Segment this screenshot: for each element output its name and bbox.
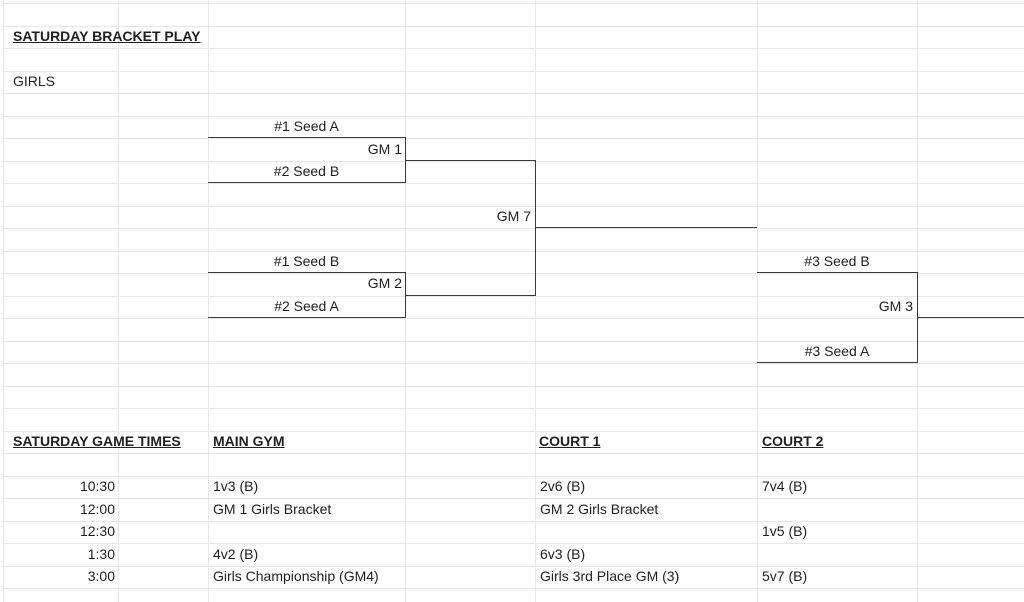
main-gym-cell[interactable] [213, 520, 403, 543]
gm1-bottom-team[interactable]: #2 Seed B [273, 163, 340, 179]
gridline-horizontal [3, 498, 1024, 499]
gridline-horizontal [3, 3, 1024, 4]
gm7-joiner-line [535, 160, 536, 296]
gm3-bottom-line [757, 362, 917, 363]
division-label[interactable]: GIRLS [13, 73, 56, 89]
gm1-label[interactable]: GM 1 [367, 141, 402, 157]
gridline-vertical [118, 0, 119, 602]
gm2-top-line [208, 272, 405, 273]
main-gym-cell[interactable]: 4v2 (B) [213, 546, 259, 562]
gm1-winner-line [405, 160, 535, 161]
sheet-title[interactable]: SATURDAY BRACKET PLAY [13, 28, 201, 44]
gm3-top-line [757, 272, 917, 273]
gridline-horizontal [3, 520, 1024, 522]
main-gym-cell[interactable]: 1v3 (B) [213, 478, 259, 494]
gridline-horizontal [3, 543, 1024, 544]
gridline-horizontal [3, 318, 1024, 319]
gridline-vertical [535, 0, 536, 602]
gridline-horizontal [3, 295, 1024, 297]
time-cell[interactable]: 12:30 [79, 523, 115, 539]
gridline-horizontal [3, 250, 1024, 252]
gm3-label[interactable]: GM 3 [878, 298, 913, 314]
time-cell[interactable]: 3:00 [87, 568, 115, 584]
gridline-horizontal [3, 138, 1024, 139]
gridline-horizontal [3, 70, 1024, 72]
gridline-horizontal [3, 160, 1024, 162]
gm7-winner-line [535, 227, 757, 228]
gm3-bottom-team[interactable]: #3 Seed A [804, 343, 870, 359]
gridline-horizontal [3, 588, 1024, 589]
gm3-winner-line [917, 317, 1024, 318]
time-cell[interactable]: 1:30 [87, 546, 115, 562]
court1-cell[interactable]: GM 2 Girls Bracket [540, 501, 659, 517]
gm2-bottom-line [208, 317, 405, 318]
gridline-horizontal [3, 25, 1024, 27]
gridline-horizontal [3, 565, 1024, 567]
gm1-top-team[interactable]: #1 Seed A [274, 118, 339, 134]
court2-cell[interactable]: 1v5 (B) [762, 523, 808, 539]
gridline-horizontal [3, 273, 1024, 274]
court1-cell[interactable]: Girls 3rd Place GM (3) [540, 568, 680, 584]
court2-cell[interactable] [762, 498, 912, 521]
time-cell[interactable]: 12:00 [79, 501, 115, 517]
court2-cell[interactable] [762, 543, 912, 566]
gm7-label[interactable]: GM 7 [496, 208, 531, 224]
main-gym-cell[interactable]: Girls Championship (GM4) [213, 568, 379, 584]
court1-cell[interactable] [540, 520, 755, 543]
gm2-bottom-team[interactable]: #2 Seed A [274, 298, 339, 314]
gm1-top-line [208, 137, 405, 138]
gm2-top-team[interactable]: #1 Seed B [273, 253, 340, 269]
gridline-horizontal [3, 115, 1024, 117]
gridline-horizontal [3, 385, 1024, 387]
time-cell[interactable]: 10:30 [79, 478, 115, 494]
gridline-horizontal [3, 475, 1024, 477]
gridline-vertical [208, 0, 209, 602]
gm2-label[interactable]: GM 2 [367, 275, 402, 291]
schedule-times-header[interactable]: SATURDAY GAME TIMES [13, 433, 181, 449]
gridline-horizontal [3, 340, 1024, 342]
gm1-bottom-line [208, 182, 405, 183]
gridline-horizontal [3, 228, 1024, 229]
gm3-top-team[interactable]: #3 Seed B [804, 253, 870, 269]
gridline-horizontal [3, 363, 1024, 364]
gridline-vertical [757, 0, 758, 602]
main-gym-cell[interactable]: GM 1 Girls Bracket [213, 501, 332, 517]
main-gym-header[interactable]: MAIN GYM [213, 433, 285, 449]
court2-header[interactable]: COURT 2 [762, 433, 824, 449]
gridline-horizontal [3, 453, 1024, 454]
court2-cell[interactable]: 5v7 (B) [762, 568, 808, 584]
gridline-horizontal [3, 430, 1024, 432]
gridline-horizontal [3, 205, 1024, 207]
court2-cell[interactable]: 7v4 (B) [762, 478, 808, 494]
court1-cell[interactable]: 2v6 (B) [540, 478, 586, 494]
gridline-horizontal [3, 93, 1024, 94]
gridline-horizontal [3, 183, 1024, 184]
gm2-winner-line [405, 295, 535, 296]
gridline-vertical [3, 0, 4, 602]
court1-header[interactable]: COURT 1 [539, 433, 601, 449]
gridline-horizontal [3, 48, 1024, 49]
gridline-horizontal [3, 408, 1024, 409]
court1-cell[interactable]: 6v3 (B) [540, 546, 586, 562]
